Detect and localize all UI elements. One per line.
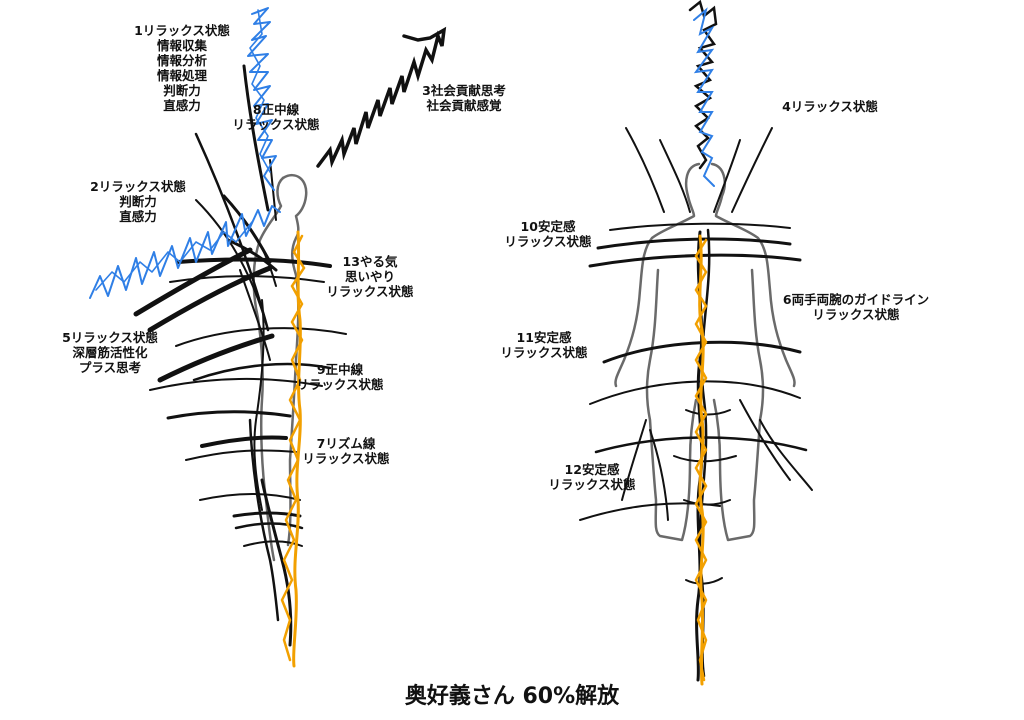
label-10-stability: 10安定感 リラックス状態 (504, 219, 592, 249)
scribble-1 (247, 7, 277, 191)
left-blue-scribbles (89, 7, 281, 299)
label-12-stability: 12安定感 リラックス状態 (548, 462, 636, 492)
label-1-relax-state: 1リラックス状態 情報収集 情報分析 情報処理 判断力 直感力 (134, 23, 230, 113)
label-7-rhythm-line: 7リズム線 リラックス状態 (302, 436, 390, 466)
label-9-midline: 9正中線 リラックス状態 (296, 362, 384, 392)
label-5-relax-state: 5リラックス状態 深層筋活性化 プラス思考 (62, 330, 158, 375)
right-orange-lines (694, 234, 708, 686)
diagram-caption: 奥好義さん 60%解放 (404, 684, 620, 709)
label-4-relax-state: 4リラックス状態 (782, 99, 878, 114)
label-3-social-contribution: 3社会貢献思考 社会貢献感覚 (422, 83, 506, 113)
left-black-guidelines (133, 26, 447, 647)
left-orange-lines (280, 230, 306, 668)
right-blue-scribble (693, 7, 715, 187)
label-8-midline: 8正中線 リラックス状態 (232, 102, 320, 132)
label-11-stability: 11安定感 リラックス状態 (500, 330, 588, 360)
label-13-motivation: 13やる気 思いやり リラックス状態 (326, 254, 414, 299)
label-6-arm-guideline: 6両手両腕のガイドライン リラックス状態 (782, 292, 930, 322)
right-front-silhouette (614, 162, 796, 542)
curve-3-social-contribution (316, 26, 447, 168)
label-2-relax-state: 2リラックス状態 判断力 直感力 (90, 179, 186, 224)
scribble-4 (688, 0, 718, 170)
